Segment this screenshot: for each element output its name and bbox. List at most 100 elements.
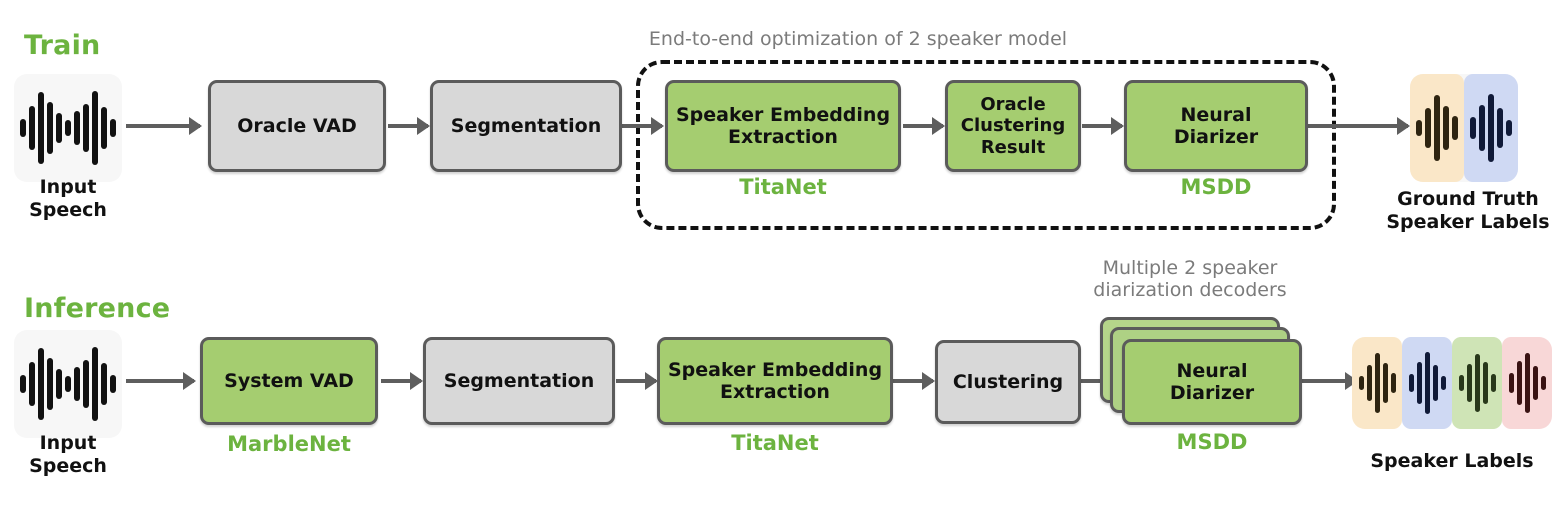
stage-label: Neural Diarizer <box>1173 103 1259 148</box>
model-name-msdd-train: MSDD <box>1180 175 1252 199</box>
model-name-titanet-inference: TitaNet <box>731 431 819 455</box>
speaker-labels-icon <box>1352 337 1552 429</box>
speaker-segment <box>1452 337 1502 429</box>
waveform-bar <box>56 369 62 399</box>
model-name-titanet-train: TitaNet <box>739 175 827 199</box>
waveform-bar <box>1474 354 1480 412</box>
waveform-bar <box>1408 374 1414 392</box>
stage-label: Segmentation <box>443 369 595 392</box>
stage-box-system-vad[interactable]: System VAD <box>200 337 378 425</box>
speaker-segments <box>1352 337 1552 429</box>
section-title-inference: Inference <box>24 293 171 324</box>
stage-box-clustering[interactable]: Clustering <box>935 340 1081 424</box>
section-title-train: Train <box>24 30 101 61</box>
waveform-bar <box>1374 353 1380 413</box>
waveform-bar <box>1466 364 1472 402</box>
stage-box-segmentation-inference[interactable]: Segmentation <box>423 337 615 425</box>
train-group-note: End-to-end optimization of 2 speaker mod… <box>648 28 1068 50</box>
ground-truth-speaker-labels-icon <box>1410 74 1518 182</box>
stage-box-segmentation-train[interactable]: Segmentation <box>430 80 622 172</box>
arrow-train-2 <box>388 124 428 128</box>
stage-label: Segmentation <box>450 114 602 137</box>
waveform-bar <box>1432 365 1438 401</box>
arrow-inference-2 <box>381 379 421 383</box>
arrow-train-1 <box>126 124 200 128</box>
waveform-bar <box>1532 366 1538 400</box>
stage-label: Speaker Embedding Extraction <box>667 358 883 403</box>
waveform-bar <box>1440 376 1446 390</box>
waveform-bar <box>1524 353 1530 413</box>
stage-label: System VAD <box>224 369 354 392</box>
input-speech-icon-train <box>14 74 122 182</box>
stage-box-speaker-embedding-extraction-inference[interactable]: Speaker Embedding Extraction <box>657 337 893 425</box>
stage-box-neural-diarizer-train[interactable]: Neural Diarizer <box>1124 80 1308 172</box>
stage-label: Neural Diarizer <box>1169 359 1255 404</box>
speaker-segments <box>1410 74 1518 182</box>
arrow-inference-3 <box>616 379 656 383</box>
waveform-bar <box>1416 120 1422 136</box>
waveform-bar <box>65 120 71 136</box>
waveform-bar <box>92 91 98 165</box>
waveform-bar <box>74 111 80 145</box>
waveform-bar <box>110 375 116 393</box>
waveform-bar <box>1443 106 1449 150</box>
stage-label: Oracle Clustering Result <box>960 94 1066 158</box>
waveform-bar <box>1434 95 1440 161</box>
waveform-bar <box>1488 94 1494 162</box>
waveform-bar <box>92 347 98 421</box>
waveform-bar <box>29 362 35 406</box>
arrow-inference-1 <box>126 379 194 383</box>
waveform-bar <box>1424 352 1430 414</box>
waveform-bar <box>110 119 116 137</box>
waveform-bar <box>1479 105 1485 151</box>
inference-group-note: Multiple 2 speaker diarization decoders <box>1093 257 1287 302</box>
model-name-marblenet: MarbleNet <box>227 432 351 456</box>
waveform-bars <box>20 347 116 421</box>
waveform-bar <box>20 375 26 393</box>
waveform-bar <box>38 348 44 420</box>
arrow-train-4 <box>903 124 943 128</box>
waveform-bar <box>1458 375 1464 391</box>
speaker-labels-caption: Speaker Labels <box>1370 450 1534 472</box>
waveform-bar <box>1516 361 1522 405</box>
waveform-bar <box>1490 374 1496 392</box>
waveform-bar <box>1358 376 1364 390</box>
arrow-train-5 <box>1082 124 1122 128</box>
waveform-bar <box>56 113 62 143</box>
stage-label: Oracle VAD <box>237 114 357 137</box>
waveform-bar <box>47 358 53 410</box>
waveform-bar <box>74 367 80 401</box>
stage-box-oracle-vad[interactable]: Oracle VAD <box>208 80 386 172</box>
stage-box-speaker-embedding-extraction-train[interactable]: Speaker Embedding Extraction <box>665 80 901 172</box>
waveform-bar <box>47 102 53 154</box>
waveform-bar <box>1540 376 1546 390</box>
waveform-bar <box>1482 362 1488 404</box>
input-speech-icon-inference <box>14 330 122 438</box>
waveform-bars <box>20 91 116 165</box>
waveform-bar <box>1382 363 1388 403</box>
waveform-bar <box>83 104 89 152</box>
waveform-bar <box>101 363 107 405</box>
waveform-bar <box>1497 108 1503 148</box>
waveform-bar <box>38 92 44 164</box>
waveform-bar <box>101 107 107 149</box>
speaker-segment <box>1410 74 1464 182</box>
arrow-train-3 <box>622 124 662 128</box>
speaker-segment <box>1402 337 1452 429</box>
model-name-msdd-inference: MSDD <box>1176 430 1248 454</box>
waveform-bar <box>1425 108 1431 148</box>
waveform-bar <box>1416 362 1422 404</box>
stage-label: Clustering <box>952 370 1064 393</box>
stage-box-oracle-clustering-result[interactable]: Oracle Clustering Result <box>945 80 1081 172</box>
ground-truth-speaker-labels-caption: Ground Truth Speaker Labels <box>1386 188 1550 233</box>
waveform-bar <box>29 106 35 150</box>
stage-label: Speaker Embedding Extraction <box>675 103 891 148</box>
stage-box-neural-diarizer-inference[interactable]: Neural Diarizer <box>1122 339 1302 425</box>
input-speech-caption-inference: Input Speech <box>29 432 107 477</box>
speaker-segment <box>1352 337 1402 429</box>
input-speech-caption-train: Input Speech <box>29 176 107 221</box>
waveform-bar <box>1470 117 1476 139</box>
waveform-bar <box>20 119 26 137</box>
speaker-segment <box>1464 74 1518 182</box>
